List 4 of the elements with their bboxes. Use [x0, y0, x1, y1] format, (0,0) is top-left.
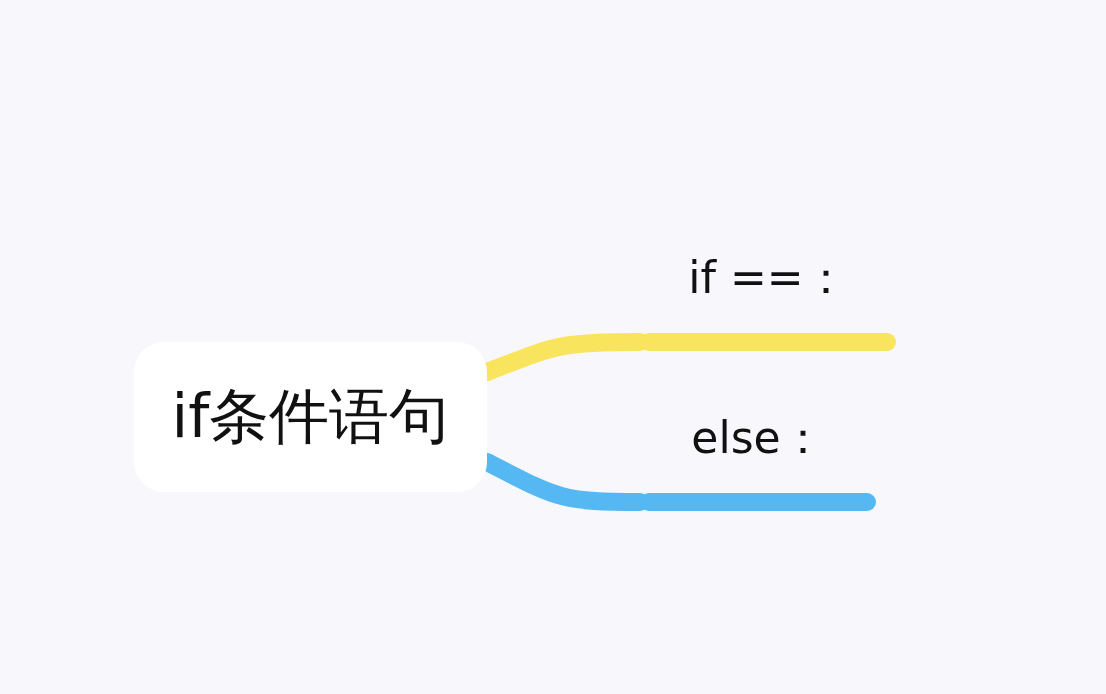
- topic-text: if条件语句: [171, 379, 450, 453]
- topic-text: else：: [691, 411, 825, 465]
- topic-box: [134, 342, 487, 492]
- topic-text: if ==：: [688, 251, 848, 305]
